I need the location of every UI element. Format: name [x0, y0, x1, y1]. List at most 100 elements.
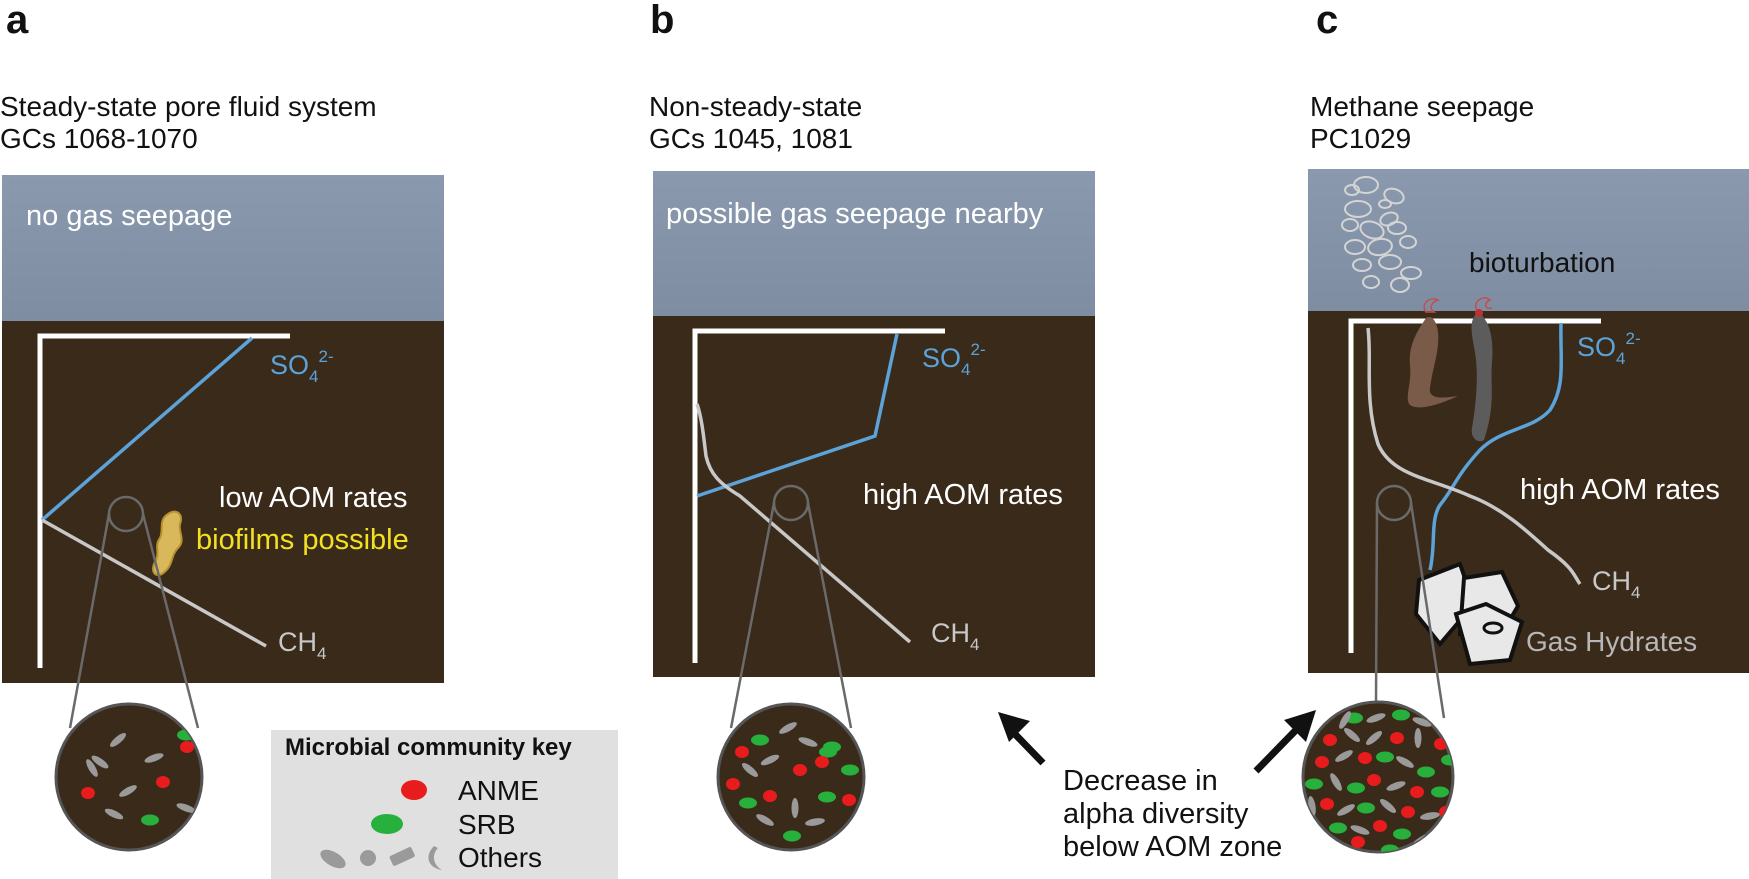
- panel-c-worm-grey: [1471, 312, 1493, 442]
- srb-cell: [1431, 786, 1449, 798]
- panel-c-title-line2: PC1029: [1310, 123, 1411, 154]
- panel-c-letter: c: [1316, 0, 1338, 42]
- srb-cell: [1347, 782, 1365, 794]
- others-cell: [119, 785, 137, 797]
- gas-bubble: [1341, 218, 1359, 232]
- others-cell: [1366, 713, 1386, 723]
- srb-cell: [739, 797, 757, 809]
- others-cell: [1414, 728, 1422, 748]
- panel-c-depth-axes: [1348, 318, 1601, 653]
- others-cell: [176, 803, 196, 813]
- panel-b-rate-label: high AOM rates: [863, 479, 1063, 511]
- anme-cell: [735, 746, 749, 758]
- others-cell: [1344, 728, 1360, 742]
- panel-a-sulfate-label: SO42-: [270, 347, 334, 386]
- panel-c-zoom-line-left: [1374, 502, 1379, 704]
- panel-a-microbes: [81, 729, 196, 826]
- panel-a-methane-label: CH4: [278, 627, 326, 663]
- panel-c-worm-brown: [1407, 316, 1458, 408]
- diversity-note: Decrease in alpha diversity below AOM zo…: [998, 710, 1316, 863]
- srb-cell: [1305, 778, 1323, 790]
- key-title: Microbial community key: [285, 734, 572, 761]
- key-others-symbol-3: [389, 847, 415, 866]
- others-cell: [1366, 731, 1382, 745]
- panel-b-title-line1: Non-steady-state: [649, 91, 862, 122]
- panel-c-title-line1: Methane seepage: [1310, 91, 1534, 122]
- panel-b-methane-profile: [695, 403, 912, 644]
- anme-cell: [1351, 836, 1365, 848]
- others-cell: [104, 808, 124, 820]
- panel-a-zoom-line-left: [68, 513, 111, 729]
- arrow-c-head: [1284, 710, 1316, 742]
- panel-c-gas-bubbles: [1341, 176, 1422, 293]
- panel-a-microbe-inset: [54, 702, 204, 852]
- others-cell: [1412, 717, 1432, 727]
- srb-cell: [141, 814, 159, 826]
- panel-a-depth-axes: [37, 333, 290, 668]
- others-cell: [1335, 750, 1353, 762]
- anme-cell: [842, 794, 856, 806]
- srb-cell: [1393, 828, 1411, 840]
- note-line3: below AOM zone: [1063, 831, 1282, 863]
- others-cell: [1380, 799, 1396, 813]
- others-cell: [86, 759, 98, 777]
- panel-a-title-line2: GCs 1068-1070: [0, 123, 198, 154]
- others-cell: [1420, 812, 1440, 820]
- panel-a-water-label: no gas seepage: [26, 200, 232, 232]
- gas-bubble: [1400, 266, 1422, 280]
- panel-a-methane-profile: [41, 518, 267, 648]
- panel-b-water-label: possible gas seepage nearby: [666, 198, 1044, 230]
- key-others-symbol-1: [320, 849, 346, 869]
- srb-cell: [1381, 844, 1399, 852]
- panel-b-zoom-line-left: [729, 502, 776, 729]
- panel-a-rate-label: low AOM rates: [219, 482, 408, 514]
- anme-cell: [156, 776, 170, 788]
- panel-b-microbes: [726, 722, 859, 842]
- gas-bubble: [1378, 254, 1402, 270]
- others-cell: [1396, 756, 1414, 768]
- panel-b-zoom-line-right: [806, 502, 853, 729]
- gas-bubble: [1352, 258, 1372, 272]
- panel-c-zoom-line-right: [1409, 502, 1446, 719]
- key-anme-symbol: [401, 780, 427, 800]
- others-cell: [798, 737, 818, 747]
- arrow-to-panel-c: [1253, 710, 1316, 774]
- srb-cell: [1417, 766, 1435, 778]
- panel-b-sulfate-label: SO42-: [922, 340, 986, 379]
- key-item-others: Others: [458, 842, 542, 873]
- srb-cell: [823, 741, 841, 753]
- panel-c-hydrates-label: Gas Hydrates: [1526, 626, 1697, 657]
- community-key: Microbial community key ANME SRB Others: [271, 730, 618, 879]
- panel-b-title-line2: GCs 1045, 1081: [649, 123, 853, 154]
- srb-cell: [818, 791, 836, 803]
- srb-cell: [751, 734, 769, 746]
- panel-c-worm-grey-tentacles: [1474, 297, 1493, 313]
- panel-b: b Non-steady-state GCs 1045, 1081 possib…: [649, 0, 1095, 852]
- srb-cell: [783, 830, 801, 842]
- key-others-symbol-2: [360, 850, 376, 866]
- panel-c-worm-head: [1475, 309, 1483, 317]
- panel-b-methane-label: CH4: [931, 618, 979, 654]
- arrow-to-panel-b: [998, 712, 1046, 766]
- gas-bubble: [1359, 220, 1385, 240]
- panel-b-letter: b: [650, 0, 674, 42]
- gas-bubble: [1344, 184, 1360, 196]
- others-cell: [1339, 711, 1351, 729]
- panel-c-rate-label: high AOM rates: [1520, 474, 1720, 506]
- anme-cell: [1373, 820, 1387, 832]
- panel-a-water-column: [2, 175, 444, 321]
- note-line1: Decrease in: [1063, 765, 1218, 797]
- panel-c: c Methane seepage PC1029 bioturbation SO…: [1301, 0, 1749, 854]
- anme-cell: [1358, 752, 1372, 764]
- anme-cell: [815, 756, 829, 768]
- srb-cell: [841, 764, 859, 776]
- anme-cell: [1410, 786, 1424, 798]
- anme-cell: [793, 764, 807, 776]
- anme-cell: [1315, 756, 1329, 768]
- panel-b-sediment: [653, 316, 1095, 677]
- panel-a-biofilm-label: biofilms possible: [196, 524, 409, 556]
- key-others-symbol-4: [428, 846, 442, 870]
- others-cell: [1350, 825, 1370, 835]
- panel-c-sulfate-profile: [1428, 322, 1564, 571]
